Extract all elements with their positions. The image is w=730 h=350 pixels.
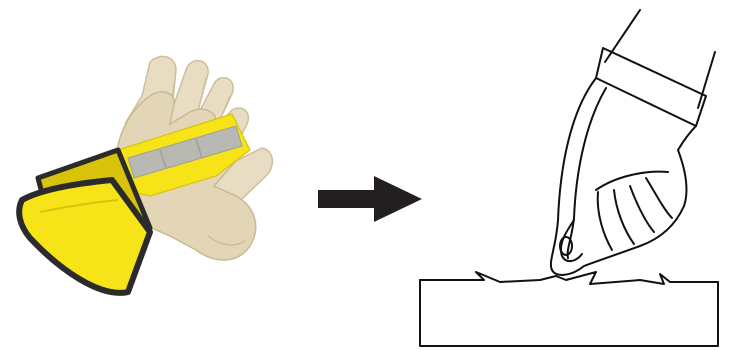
gloved-hand-touching-rough-surface-icon — [420, 10, 718, 346]
finger-3 — [630, 186, 654, 232]
glove-inner-outline — [568, 88, 606, 258]
forearm-line-left — [605, 10, 640, 62]
glove-cuff — [596, 48, 706, 126]
forearm-line-right — [698, 52, 715, 108]
finger-2 — [614, 190, 634, 244]
work-gloves-icon — [19, 56, 272, 292]
finger-4 — [646, 178, 672, 218]
surface-block — [420, 280, 718, 346]
right-arrow-icon — [318, 176, 422, 222]
knuckle-line — [596, 172, 668, 190]
finger-1 — [598, 192, 612, 250]
